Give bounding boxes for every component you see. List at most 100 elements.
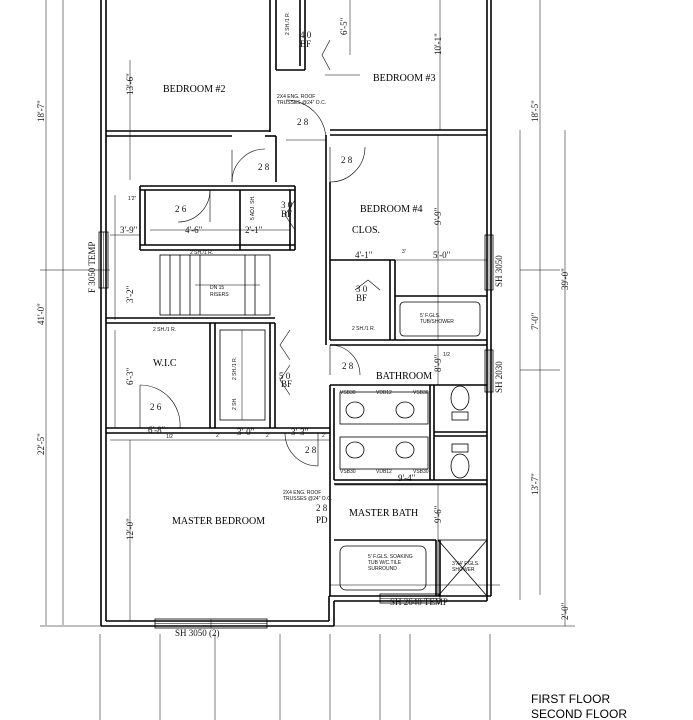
door-tag-hall: 2 8 [258, 162, 270, 172]
note-vdb-2: VDB12 [376, 469, 392, 475]
note-tub2-1: 5' F.GLS. SOAKING [368, 554, 413, 560]
window-sh3050-right: SH 3050 [494, 255, 504, 287]
door-tag-bf4: BF [281, 379, 292, 389]
staircase [159, 254, 271, 316]
window-labels: F 3050 TEMP SH 3050 SH 2030 SH 2640 TEMP… [87, 242, 504, 638]
door-tag-bed2: 2 8 [297, 117, 309, 127]
dim-mb-w: 9'-4" [398, 473, 416, 483]
door-tag-bf1: BF [281, 209, 292, 219]
dim-bed3-top: 6'-5" [339, 17, 349, 35]
door-tag-50: 5 0 [279, 371, 291, 381]
dim-bath-door: 3'-3" [291, 427, 309, 437]
door-tag-bed4: 2 8 [341, 155, 353, 165]
note-vsb-2: VSB30 [413, 390, 429, 396]
note-shelf-1: 2 SH./1 R. [285, 12, 291, 35]
room-master-bedroom: MASTER BEDROOM [172, 516, 265, 527]
dim-small-3: 3' [402, 249, 406, 255]
dim-left-lower: 22'-5" [36, 433, 46, 455]
door-tag-pd-label: PD [316, 515, 328, 525]
overall-dimensions: 41'-0" 18'-7" 22'-5" 18'-5" 39'-0" 7'-0"… [36, 100, 570, 620]
door-tag-40: 4 0 [300, 30, 312, 40]
fixtures [219, 301, 488, 597]
window-f3050: F 3050 TEMP [87, 242, 97, 293]
note-vsb-3: VSB30 [340, 469, 356, 475]
door-tag-pd: 2 8 [316, 503, 328, 513]
dim-bath-h: 8'-9" [433, 354, 443, 372]
dim-clos-w2: 5'-0" [433, 250, 451, 260]
door-tag-bf3: BF [300, 39, 311, 49]
dim-hall-1: 3'-9" [120, 225, 138, 235]
door-tag-closet: 2 6 [175, 204, 187, 214]
interior-walls [106, 0, 487, 596]
note-shelf-5: 2 SH./1 R. [232, 357, 238, 380]
room-bedroom-2: BEDROOM #2 [163, 84, 226, 95]
dim-clos-w1: 4'-1" [355, 250, 373, 260]
dim-right-bottom: 2'-0" [560, 602, 570, 620]
floor-legend: FIRST FLOOR SECOND FLOOR [531, 692, 627, 720]
note-shower-2: SHOWER [452, 567, 475, 573]
dimension-lines [40, 0, 575, 720]
room-walk-in-closet: W.I.C [153, 358, 177, 369]
dim-bath-frac: 1/2 [443, 352, 450, 358]
room-dimensions: 6'-5" 10'-1" 13'-6" 9'-9" 4'-1" 5'-0" 4'… [120, 17, 451, 540]
dim-small-2c: 2' [322, 433, 326, 439]
note-risers-1: DN 15 [210, 285, 224, 291]
dim-mid-w: 3'-0" [237, 427, 255, 437]
note-risers-2: RISERS [210, 292, 229, 298]
room-closet: CLOS. [352, 225, 380, 236]
window-sh2640: SH 2640 TEMP [390, 597, 448, 607]
note-shelf-2sh: 2 SH. [232, 397, 238, 410]
legend-second-floor: SECOND FLOOR [531, 707, 627, 720]
dim-wic-h: 6'-3" [125, 367, 135, 385]
door-tag-wic: 2 6 [150, 402, 162, 412]
note-truss-upper-1: 2X4 ENG. ROOF [277, 94, 315, 100]
dim-small-12: 1'2" [128, 196, 137, 202]
note-shelf-3: 2 SH./1 R. [153, 327, 176, 333]
door-tag-master: 2 8 [305, 445, 317, 455]
dim-left-upper: 18'-7" [36, 100, 46, 122]
window-sh3050-bottom: SH 3050 (2) [175, 628, 220, 638]
door-tag-bath: 2 8 [342, 361, 354, 371]
dim-wic-frac: 1/2 [166, 434, 173, 440]
note-vsb-4: VSB30 [413, 469, 429, 475]
plan-notes: 2X4 ENG. ROOF TRUSSES @24" O.C. 2X4 ENG.… [153, 12, 479, 573]
dim-bed3-depth: 10'-1" [433, 33, 443, 55]
door-tag-bf2: BF [356, 293, 367, 303]
dim-master-h: 12'-0" [125, 518, 135, 540]
room-bathroom: BATHROOM [376, 371, 432, 382]
note-truss-lower-2: TRUSSES @24" O.C. [283, 496, 332, 502]
door-tag-30b: 3 0 [356, 284, 368, 294]
window-sh2030: SH 2030 [494, 361, 504, 393]
note-vsb-1: VSB30 [340, 390, 356, 396]
dim-mb-h: 9'-6" [433, 505, 443, 523]
dim-bed4-depth: 9'-9" [433, 207, 443, 225]
note-tub1-2: TUB/SHOWER [420, 319, 454, 325]
door-tag-30a: 3 0 [281, 200, 293, 210]
note-shelf-2: 2 SH./1 R. [190, 250, 213, 256]
room-bedroom-3: BEDROOM #3 [373, 73, 436, 84]
dim-left-total: 41'-0" [36, 303, 46, 325]
room-master-bath: MASTER BATH [349, 508, 418, 519]
dim-closet-w: 4'-6" [185, 225, 203, 235]
note-truss-lower-1: 2X4 ENG. ROOF [283, 490, 321, 496]
dim-hall-2: 3'-2" [125, 285, 135, 303]
dim-right-mid: 7'-0" [530, 312, 540, 330]
room-bedroom-4: BEDROOM #4 [360, 204, 423, 215]
door-swings [139, 39, 381, 467]
dim-small-2b: 2' [266, 433, 270, 439]
dim-right-upper: 18'-5" [530, 100, 540, 122]
dim-bed2-depth: 13'-6" [125, 73, 135, 95]
windows [98, 231, 494, 629]
note-tub2-2: TUB W/C.TILE [368, 560, 402, 566]
door-tags: 2 8 2 8 2 8 2 6 3 0 BF 3 0 BF 4 0 BF 5 0… [150, 30, 368, 525]
dim-right-lower: 13'-7" [530, 473, 540, 495]
note-shower-1: 3'X4' F.GLS. [452, 561, 479, 567]
dim-wic-w: 6'-8" [148, 425, 166, 435]
note-truss-upper-2: TRUSSES @24" O.C. [277, 100, 326, 106]
note-shelf-4: 2 SH./1 R. [352, 326, 375, 332]
note-shelf-adj: 5 ADJ. SH. [250, 196, 256, 220]
legend-first-floor: FIRST FLOOR [531, 692, 610, 706]
dim-small-2a: 2' [216, 433, 220, 439]
dim-linen-w: 2'-1" [245, 225, 263, 235]
